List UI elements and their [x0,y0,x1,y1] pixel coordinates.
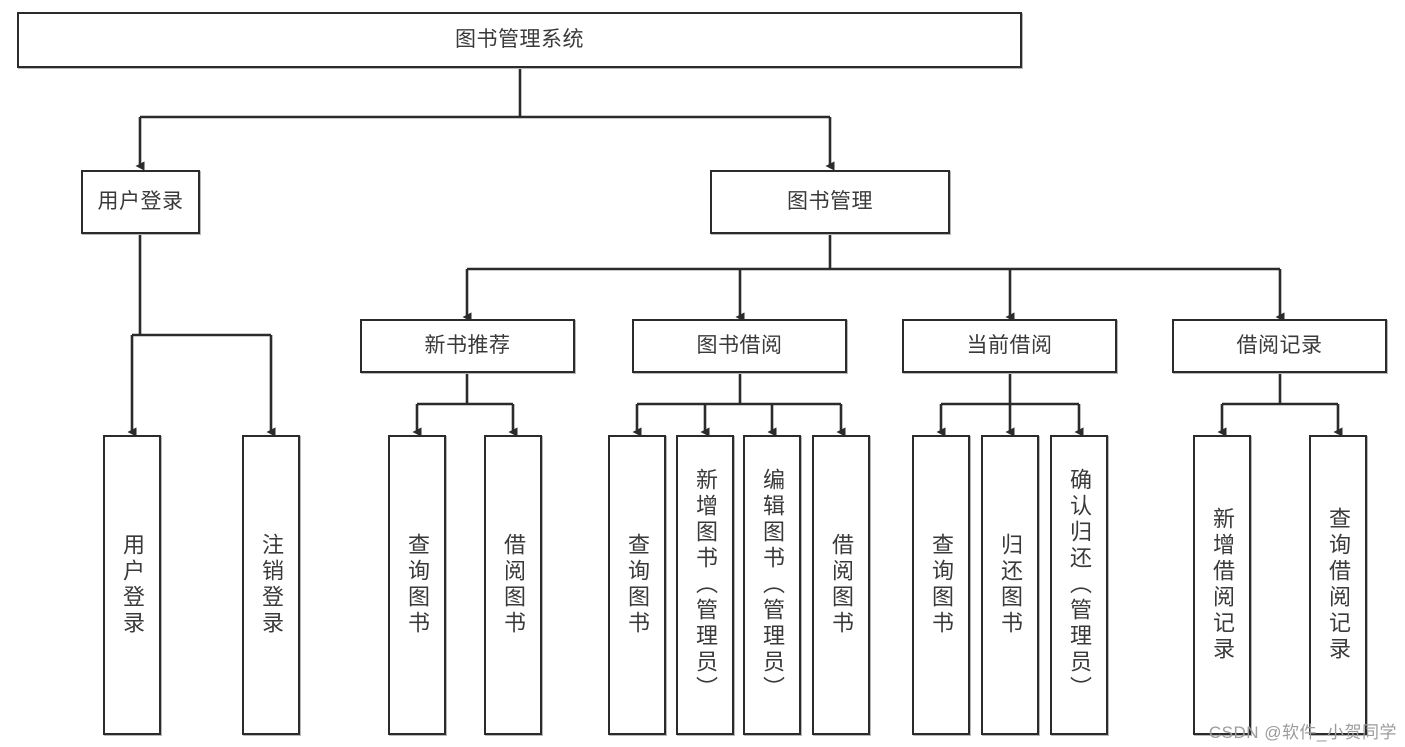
node-user-login[interactable]: 用户登录 [81,170,200,234]
node-label: 借阅记录 [1236,333,1323,357]
node-label: 确认归还（管理员） [1066,468,1092,702]
node-label: 借阅图书 [828,533,854,637]
node-label: 用户登录 [119,533,145,637]
leaf-book-borrow-borrow[interactable]: 借阅图书 [812,435,870,735]
node-label: 借阅图书 [500,533,526,637]
leaf-borrow-record-add[interactable]: 新增借阅记录 [1193,435,1251,735]
edges-user-login-to-leaves [127,234,276,437]
leaf-new-book-query[interactable]: 查询图书 [388,435,446,735]
node-label: 新书推荐 [424,333,511,357]
node-label: 图书借阅 [696,333,783,357]
node-label: 查询图书 [404,533,430,637]
node-label: 查询图书 [624,533,650,637]
leaf-current-borrow-confirm-admin[interactable]: 确认归还（管理员） [1050,435,1108,735]
edges-borrow-record-to-leaves [1217,373,1343,437]
node-label: 图书管理 [787,189,873,213]
node-label: 查询图书 [928,533,954,637]
node-label: 当前借阅 [966,333,1053,357]
leaf-current-borrow-query[interactable]: 查询图书 [912,435,970,735]
leaf-user-login-logout[interactable]: 注销登录 [242,435,300,735]
node-label: 查询借阅记录 [1325,507,1351,663]
node-label: 归还图书 [997,533,1023,637]
node-root-book-management-system[interactable]: 图书管理系统 [17,12,1022,68]
leaf-current-borrow-return[interactable]: 归还图书 [981,435,1039,735]
edges-root-to-level2 [135,68,835,171]
node-new-book-recommend[interactable]: 新书推荐 [360,319,575,373]
node-label: 注销登录 [258,533,284,637]
node-label: 新增借阅记录 [1209,507,1235,663]
node-current-borrow[interactable]: 当前借阅 [902,319,1117,373]
node-label: 图书管理系统 [455,27,584,51]
node-label: 新增图书（管理员） [692,468,718,702]
node-book-borrow[interactable]: 图书借阅 [632,319,847,373]
edges-new-book-to-leaves [412,373,518,437]
leaf-book-borrow-edit-admin[interactable]: 编辑图书（管理员） [743,435,801,735]
node-borrow-record[interactable]: 借阅记录 [1172,319,1387,373]
leaf-book-borrow-add-admin[interactable]: 新增图书（管理员） [676,435,734,735]
node-label: 用户登录 [97,189,184,213]
edges-book-borrow-to-leaves [632,373,846,437]
leaf-borrow-record-query[interactable]: 查询借阅记录 [1309,435,1367,735]
leaf-user-login-login[interactable]: 用户登录 [103,435,161,735]
node-label: 编辑图书（管理员） [759,468,785,702]
node-book-management[interactable]: 图书管理 [710,170,950,234]
leaf-book-borrow-query[interactable]: 查询图书 [608,435,666,735]
edges-book-mgmt-to-level3 [462,234,1285,322]
leaf-new-book-borrow[interactable]: 借阅图书 [484,435,542,735]
edges-current-borrow-to-leaves [936,373,1084,437]
csdn-watermark: CSDN @软件_小贺同学 [1208,723,1397,742]
